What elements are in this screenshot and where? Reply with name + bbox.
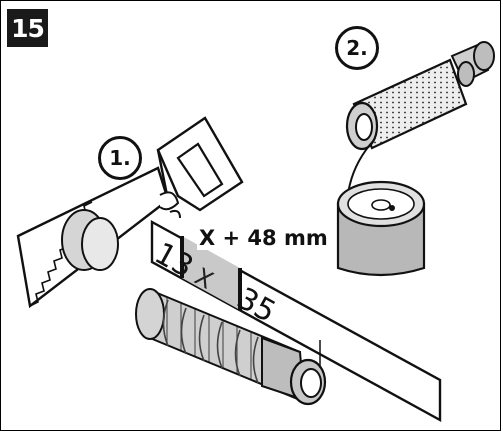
hand-saw-icon: [16, 116, 244, 309]
measuring-ruler: 13 X 35: [149, 219, 442, 423]
cut-hose-piece: [345, 41, 495, 211]
step-number-badge: 15: [7, 9, 48, 47]
callout-step-1: 1.: [98, 136, 142, 180]
callout-step-2: 2.: [335, 26, 379, 70]
hose-segment-icon: [135, 288, 327, 406]
cut-length-label: X + 48 mm: [197, 226, 330, 250]
tube-socket-icon: [336, 180, 426, 277]
